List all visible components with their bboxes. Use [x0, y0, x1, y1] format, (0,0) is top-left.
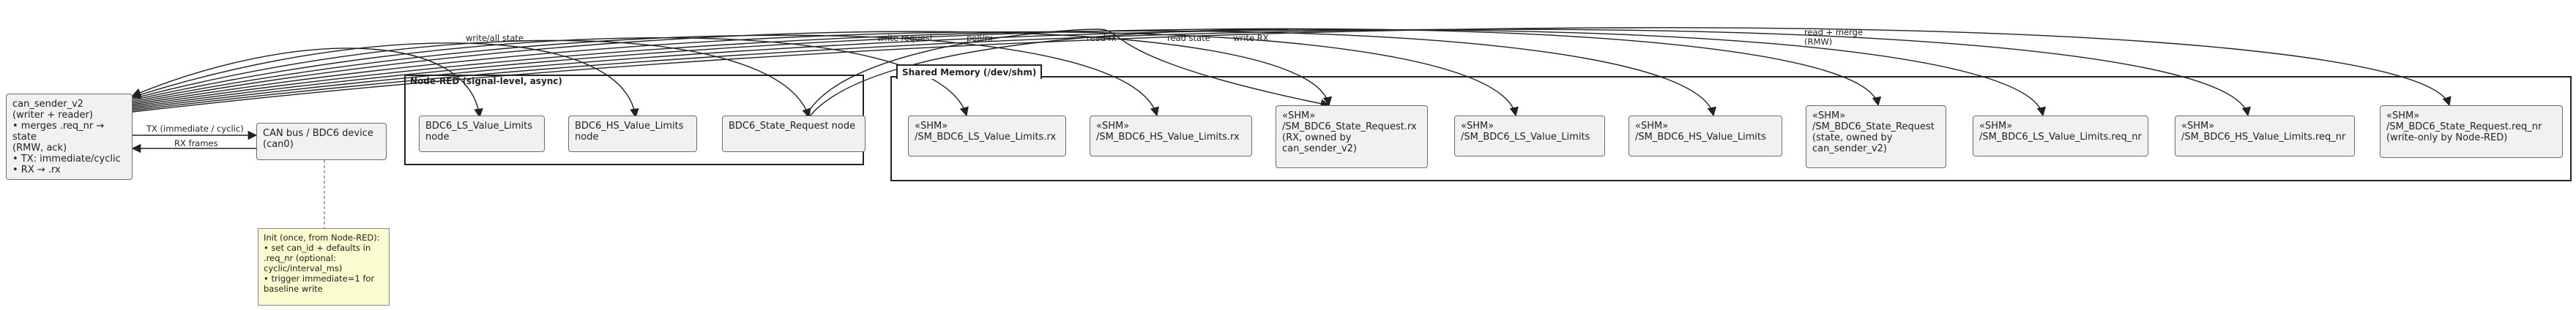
can-bus-node: CAN bus / BDC6 device (can0)	[256, 123, 387, 160]
nodered-package-title: Node-RED (signal-level, async)	[410, 76, 562, 86]
edge-sender-ls-node	[131, 48, 483, 118]
init-note: Init (once, from Node-RED): • set can_id…	[258, 228, 390, 306]
edge-label-tx: TX (immediate / cyclic)	[146, 124, 244, 134]
shm-state-req: «SHM» /SM_BDC6_State_Request.req_nr (wri…	[2380, 105, 2563, 158]
shm-ls-req: «SHM» /SM_BDC6_LS_Value_Limits.req_nr	[1973, 116, 2148, 156]
edge-label-read-rx: read rx	[1087, 33, 1117, 43]
edge-label-rx: RX frames	[174, 138, 218, 148]
edge-label-write-request: write request	[877, 33, 934, 43]
edge-sender-hs-rx	[132, 34, 1159, 117]
shm-package	[890, 76, 2572, 181]
nr-hs-node: BDC6_HS_Value_Limits node	[568, 116, 697, 152]
edge-sender-hs-req	[132, 29, 2251, 117]
edge-label-write-all-state: write/all state	[466, 33, 524, 43]
shm-state-rx: «SHM» /SM_BDC6_State_Request.rx (RX, own…	[1276, 105, 1428, 168]
shm-state: «SHM» /SM_BDC6_State_Request (state, own…	[1806, 105, 1946, 168]
shm-package-title: Shared Memory (/dev/shm)	[896, 64, 1043, 79]
shm-hs-rx: «SHM» /SM_BDC6_HS_Value_Limits.rx	[1090, 116, 1252, 156]
shm-hs: «SHM» /SM_BDC6_HS_Value_Limits	[1628, 116, 1782, 156]
edge-sender-state-req	[132, 27, 2452, 113]
edge-label-write-rx: write RX	[1233, 33, 1269, 43]
shm-hs-req: «SHM» /SM_BDC6_HS_Value_Limits.req_nr	[2175, 116, 2355, 156]
edge-state-node-read	[808, 29, 1289, 118]
edge-label-read-merge: read + merge (RMW)	[1804, 27, 1864, 47]
nr-state-node: BDC6_State_Request node	[722, 116, 866, 152]
edge-label-poll-rx: poll/rx	[967, 33, 993, 43]
edge-sender-hs	[132, 30, 1716, 117]
can-sender-node: can_sender_v2 (writer + reader) • merges…	[6, 94, 133, 180]
shm-ls: «SHM» /SM_BDC6_LS_Value_Limits	[1454, 116, 1605, 156]
edge-label-read-state: read state	[1167, 33, 1210, 43]
nr-ls-node: BDC6_LS_Value_Limits node	[419, 116, 545, 152]
edge-sender-state-rx	[132, 31, 1333, 107]
edge-sender-state-node	[132, 39, 811, 118]
shm-ls-rx: «SHM» /SM_BDC6_LS_Value_Limits.rx	[908, 116, 1066, 156]
edge-state-node-poll	[805, 29, 1330, 118]
